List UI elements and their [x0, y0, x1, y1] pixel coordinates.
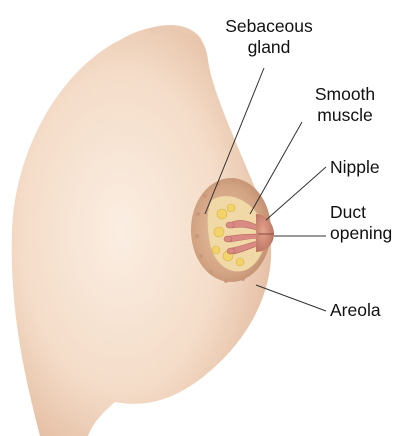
label-areola: Areola — [330, 300, 381, 321]
leader-areola — [256, 285, 326, 311]
label-nipple: Nipple — [330, 157, 380, 178]
label-duct-opening: Duct opening — [330, 202, 392, 244]
leader-nipple — [266, 167, 326, 220]
nipple — [256, 214, 274, 252]
label-sebaceous-gland: Sebaceous gland — [216, 16, 322, 58]
label-smooth-muscle: Smooth muscle — [300, 84, 390, 126]
leader-smooth-muscle — [250, 122, 302, 214]
